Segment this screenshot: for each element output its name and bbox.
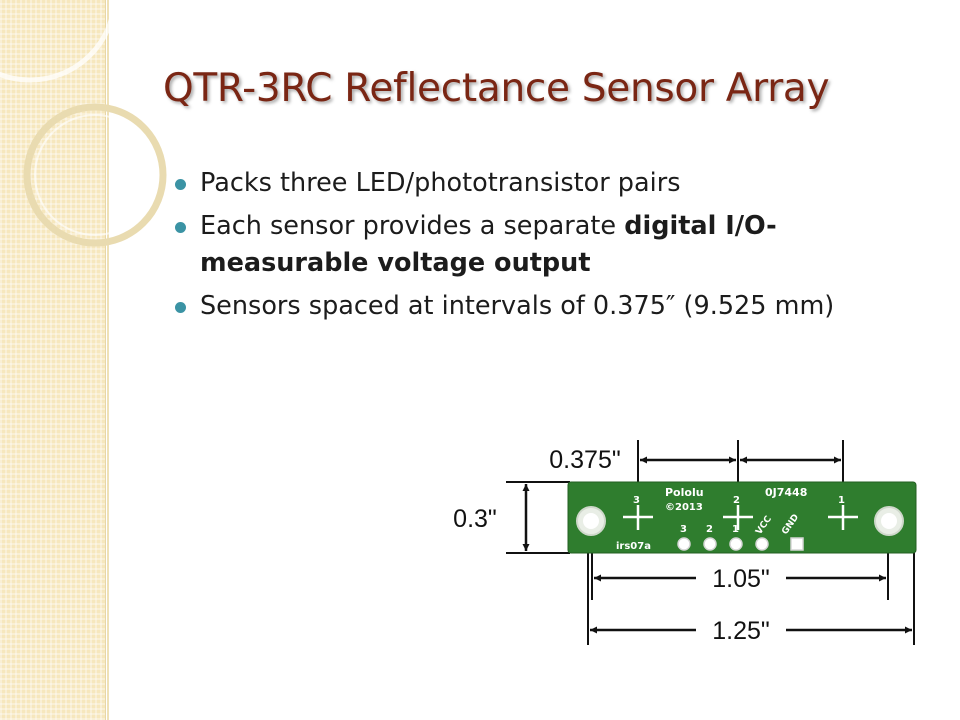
sensor-dimension-diagram: 0.375" 0.3" 1.05" 1.25" Pololu ©2013 [453,440,917,645]
board-model: irs07a [616,541,651,552]
board-copyright: ©2013 [665,502,703,513]
bullet-text: Packs three LED/phototransistor pairs [200,168,681,198]
sensor-label: 3 [633,495,640,506]
bullet-dot-icon [175,302,186,313]
bullet-dot-icon [175,222,186,233]
bullet-text-bold: digital I/O-measurable voltage output [200,211,777,278]
pin-label: 2 [706,524,713,535]
board-part-code: 0J7448 [765,486,807,499]
height-label: 0.3" [453,505,497,533]
bullet-list: Packs three LED/phototransistor pairs Ea… [175,165,935,331]
bullet-item: Sensors spaced at intervals of 0.375″ (9… [175,288,935,325]
bullet-text: Sensors spaced at intervals of 0.375″ (9… [200,291,835,321]
sensor-label: 1 [838,495,845,506]
spacing-label: 0.375" [549,446,620,474]
sensor-label: 2 [733,495,740,506]
decorative-circles [0,0,167,247]
sensor-board: Pololu ©2013 0J7448 irs07a 3 2 1 3 2 1 V… [567,481,917,554]
bullet-text: Each sensor provides a separate [200,211,625,241]
sensor-markers [623,505,858,530]
pin-pads [677,537,804,551]
pin-label: 1 [732,524,739,535]
hole-span-label: 1.05" [712,565,770,593]
side-band-rule [107,0,109,720]
pin-label: 3 [680,524,687,535]
bullet-dot-icon [175,179,186,190]
board-length-label: 1.25" [712,617,770,645]
bullet-item: Packs three LED/phototransistor pairs [175,165,935,202]
mounting-hole-center [583,513,599,529]
bullet-item: Each sensor provides a separate digital … [175,208,935,282]
mounting-hole-center [881,513,897,529]
slide-title: QTR-3RC Reflectance Sensor Array [163,66,830,111]
extension-lines [506,440,915,645]
board-brand: Pololu [665,486,704,499]
